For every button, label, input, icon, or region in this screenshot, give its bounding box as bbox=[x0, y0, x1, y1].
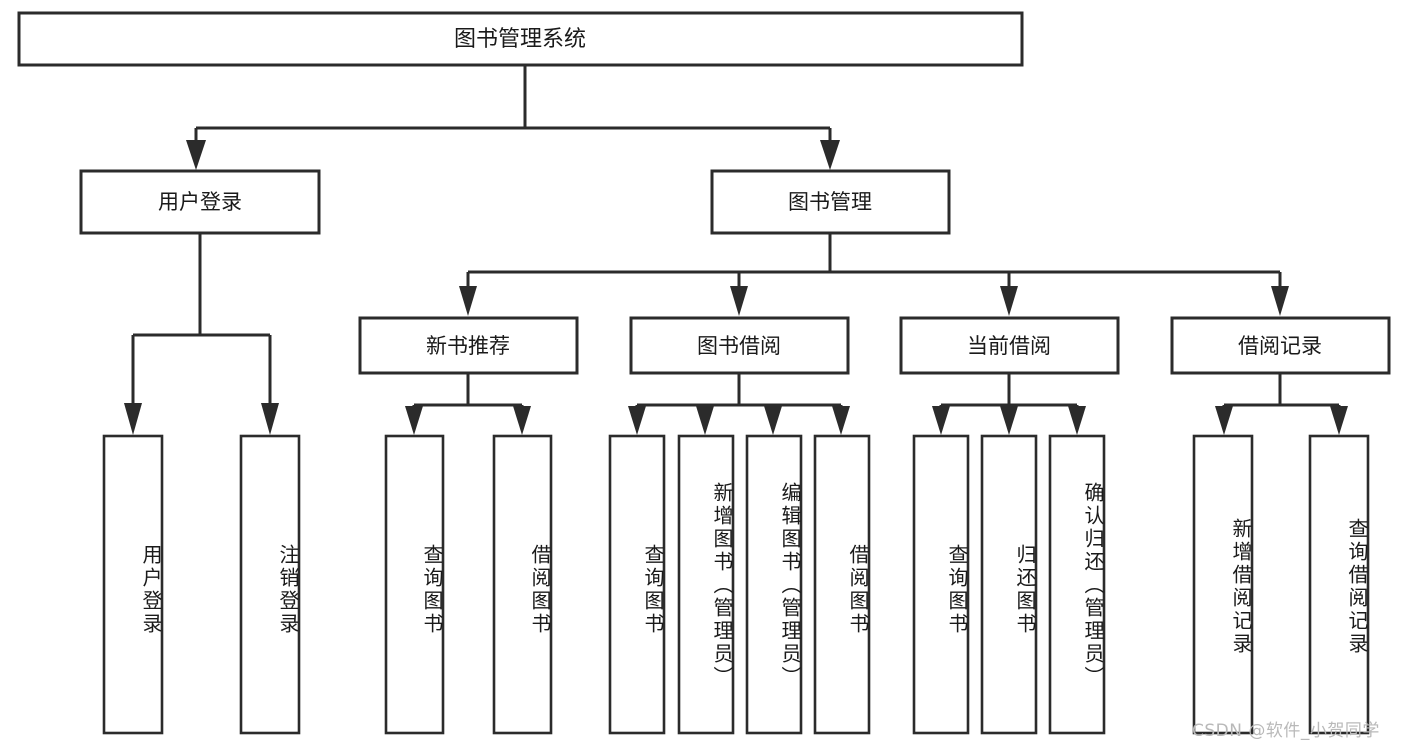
node-root-label: 图书管理系统 bbox=[454, 27, 586, 52]
edge-book-borrow-to-leaves bbox=[628, 373, 850, 435]
node-book-management[interactable]: 图书管理 bbox=[710, 169, 951, 235]
node-borrow-record[interactable]: 借阅记录 bbox=[1170, 316, 1391, 375]
node-book-management-label: 图书管理 bbox=[788, 190, 872, 214]
node-borrow-record-label: 借阅记录 bbox=[1238, 334, 1322, 358]
node-user-login[interactable]: 用户登录 bbox=[79, 169, 321, 235]
leaf-box-query-book-1[interactable] bbox=[384, 434, 445, 735]
leaf-box-edit-book[interactable] bbox=[745, 434, 803, 735]
leaf-box-query-record[interactable] bbox=[1308, 434, 1370, 735]
leaf-box-add-book[interactable] bbox=[677, 434, 735, 735]
arrow-to-book-management bbox=[820, 140, 840, 170]
node-current-borrow-box bbox=[899, 316, 1120, 375]
node-current-borrow-label: 当前借阅 bbox=[967, 334, 1051, 358]
node-root[interactable]: 图书管理系统 bbox=[17, 11, 1024, 67]
arrow-to-user-login bbox=[186, 140, 206, 170]
node-new-book-recommend-label: 新书推荐 bbox=[426, 334, 510, 358]
leaf-box-query-book-2[interactable] bbox=[608, 434, 666, 735]
leaf-box-query-book-3[interactable] bbox=[912, 434, 970, 735]
edge-book-management-to-level3 bbox=[459, 233, 1289, 316]
node-user-login-label: 用户登录 bbox=[158, 190, 242, 214]
leaf-box-add-record[interactable] bbox=[1192, 434, 1254, 735]
node-new-book-recommend[interactable]: 新书推荐 bbox=[358, 316, 579, 375]
leaf-box-borrow-book-2[interactable] bbox=[813, 434, 871, 735]
node-current-borrow[interactable]: 当前借阅 bbox=[899, 316, 1120, 375]
edge-borrow-record-to-leaves bbox=[1215, 373, 1348, 435]
node-root-box bbox=[17, 11, 1024, 67]
edge-user-login-to-leaves bbox=[124, 233, 279, 435]
node-new-book-recommend-box bbox=[358, 316, 579, 375]
leaf-box-return-book[interactable] bbox=[980, 434, 1038, 735]
node-book-borrow[interactable]: 图书借阅 bbox=[629, 316, 850, 375]
edge-new-book-recommend-to-leaves bbox=[405, 373, 531, 435]
watermark-text: CSDN @软件_小贺同学 bbox=[1192, 721, 1380, 741]
node-book-borrow-label: 图书借阅 bbox=[697, 334, 781, 358]
edge-root-to-level2 bbox=[186, 65, 840, 170]
leaf-box-borrow-book-1[interactable] bbox=[492, 434, 553, 735]
node-user-login-box bbox=[79, 169, 321, 235]
leaf-box-confirm-return[interactable] bbox=[1048, 434, 1106, 735]
leaf-box-user-login[interactable] bbox=[102, 434, 164, 735]
leaf-box-user-logout[interactable] bbox=[239, 434, 301, 735]
edge-current-borrow-to-leaves bbox=[932, 373, 1086, 435]
